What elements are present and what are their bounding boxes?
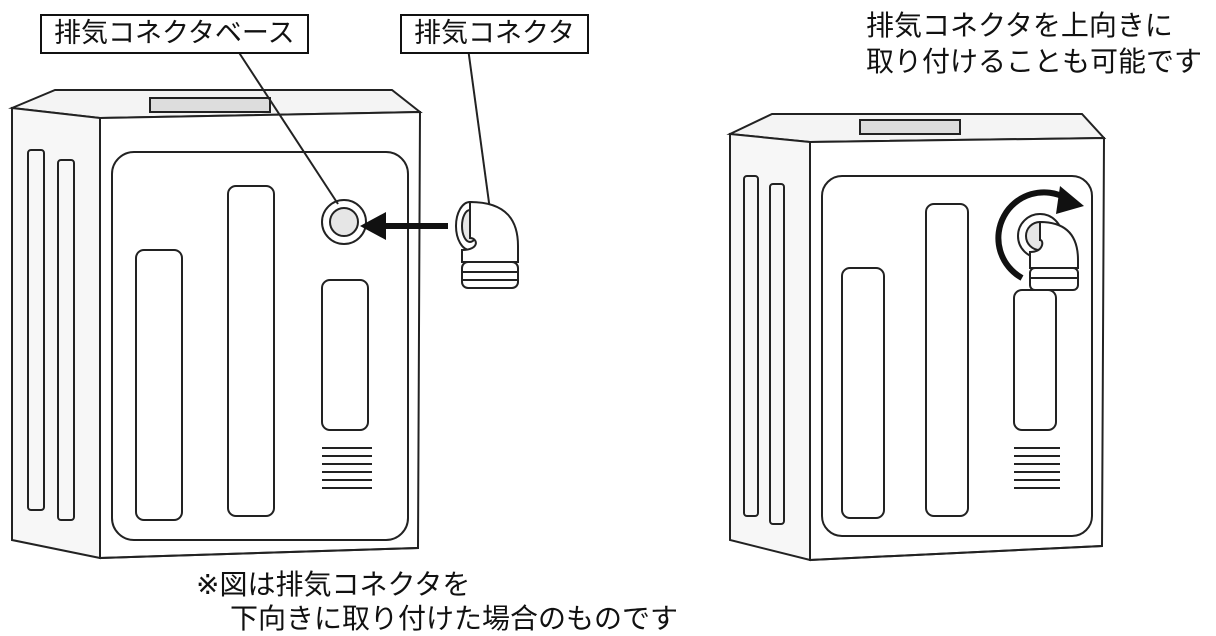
- label-connector: 排気コネクタ: [400, 14, 589, 54]
- arrow-left-icon: [360, 212, 448, 240]
- connector-base: [321, 199, 367, 245]
- note-upward-mount: 排気コネクタを上向きに 取り付けることも可能です: [866, 8, 1202, 80]
- leader-line-base: [235, 47, 339, 205]
- note-figure-line1: ※図は排気コネクタを: [196, 568, 471, 601]
- label-connector-base: 排気コネクタベース: [40, 14, 309, 54]
- note-figure-line2: 下向きに取り付けた場合のものです: [230, 602, 679, 635]
- vent-left: [322, 447, 372, 489]
- leader-line-connector: [467, 47, 491, 211]
- unit-left: [8, 89, 423, 560]
- connector-mounted-right: [1017, 213, 1079, 291]
- rotate-arrow-icon: [995, 186, 1084, 281]
- note-upward-line2: 取り付けることも可能です: [866, 45, 1203, 78]
- vent-right: [1014, 447, 1060, 489]
- connector-elbow-left: [455, 200, 519, 289]
- unit-right: [726, 113, 1107, 562]
- note-figure-caption: ※図は排気コネクタを 下向きに取り付けた場合のものです: [196, 568, 678, 636]
- note-upward-line1: 排気コネクタを上向きに: [866, 9, 1173, 42]
